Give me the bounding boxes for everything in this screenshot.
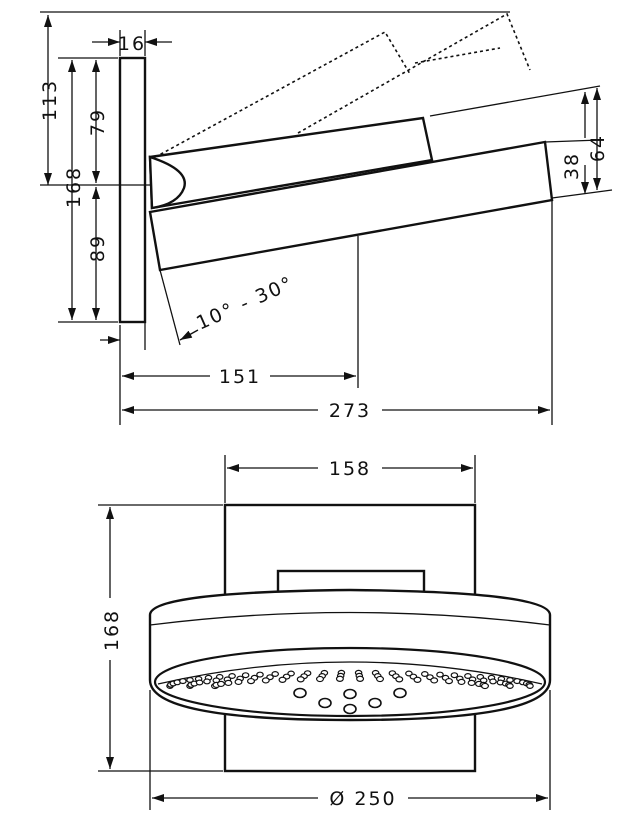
arm-joint	[148, 155, 186, 210]
spray-face	[153, 646, 547, 718]
nozzle	[467, 679, 476, 687]
nozzle	[464, 672, 472, 679]
spray-nozzles	[166, 669, 534, 715]
nozzle	[445, 677, 454, 685]
nozzle	[450, 672, 459, 679]
nozzle	[430, 677, 439, 684]
dim-113: 113	[39, 79, 61, 121]
nozzle	[489, 678, 497, 685]
nozzle	[506, 682, 514, 689]
nozzle	[481, 682, 490, 690]
nozzle	[420, 670, 429, 677]
nozzle	[271, 670, 280, 677]
nozzle	[526, 682, 534, 689]
nozzle	[296, 676, 305, 683]
nozzle	[179, 678, 187, 685]
front-view: 158 168 Ø 250	[98, 455, 552, 810]
dim-angle: 10° - 30°	[193, 272, 297, 335]
dim-168-front: 168	[101, 609, 123, 651]
nozzle	[395, 676, 404, 683]
side-view: 16 113 79 168 89 38 64 10° - 30° 151 273	[39, 11, 613, 425]
center-nozzle	[318, 697, 332, 709]
nozzle	[217, 680, 226, 688]
nozzle	[195, 679, 204, 686]
front-extension-lines	[98, 455, 551, 810]
shower-arm	[148, 116, 434, 210]
dimension-lines	[44, 15, 601, 414]
nozzle	[278, 676, 287, 683]
dim-79: 79	[87, 108, 109, 136]
wall-plate	[118, 56, 147, 324]
dim-158: 158	[329, 458, 371, 480]
dim-diameter-250: Ø 250	[329, 788, 396, 810]
dim-89: 89	[87, 234, 109, 262]
dashed-tilt-positions	[149, 12, 531, 161]
nozzle	[316, 675, 325, 683]
nozzle	[457, 678, 466, 686]
nozzle	[436, 671, 444, 678]
dim-38: 38	[561, 152, 583, 180]
dim-64: 64	[587, 134, 609, 162]
nozzle	[335, 675, 344, 682]
nozzle	[261, 677, 270, 684]
nozzle	[224, 679, 233, 687]
nozzle	[228, 672, 236, 679]
dim-273: 273	[329, 400, 371, 422]
nozzle	[413, 676, 422, 683]
center-nozzle	[393, 687, 407, 699]
nozzle	[241, 672, 250, 679]
dim-168-side: 168	[63, 166, 85, 208]
nozzle	[376, 675, 385, 683]
nozzle	[256, 671, 264, 678]
dim-16: 16	[118, 33, 146, 55]
nozzle	[234, 678, 243, 686]
dim-151: 151	[219, 366, 261, 388]
nozzle	[356, 675, 365, 682]
center-nozzle	[293, 687, 307, 699]
center-nozzle	[368, 697, 382, 709]
nozzle	[203, 678, 211, 685]
center-nozzle	[343, 703, 357, 715]
center-nozzle	[343, 688, 357, 700]
nozzle	[247, 677, 256, 685]
front-dimension-lines	[106, 464, 548, 802]
